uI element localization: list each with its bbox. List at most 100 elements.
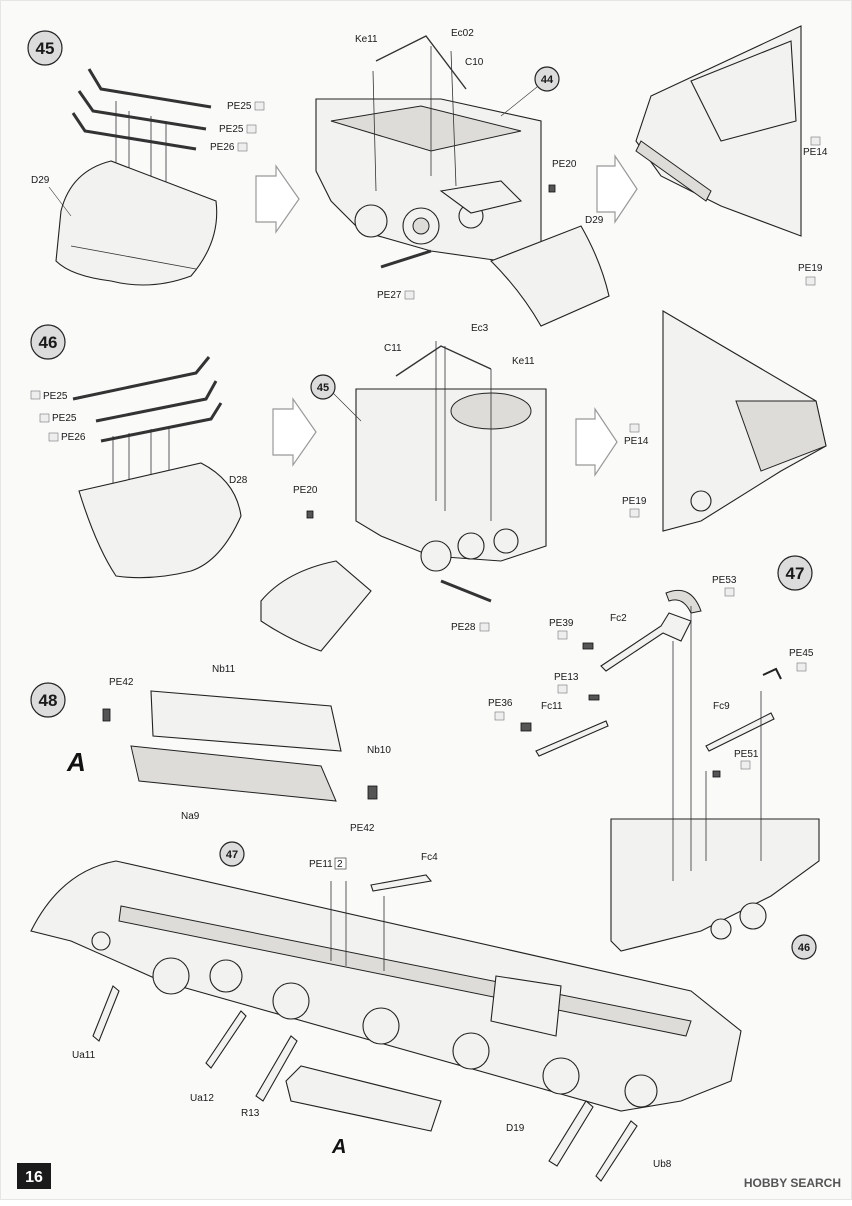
step-45: 45 PE25 PE25 PE26 D29 (27, 25, 828, 327)
label-pe51: PE51 (734, 749, 759, 760)
step-45-ref-badge (534, 66, 560, 92)
part-ua12 (205, 1010, 247, 1069)
label-pe19-46: PE19 (622, 496, 647, 507)
label-pe42-b: PE42 (350, 823, 375, 834)
label-d19: D19 (506, 1123, 525, 1134)
part-fc4 (370, 874, 433, 892)
page-number: 16 (25, 1169, 43, 1186)
pe-bars-46 (72, 356, 223, 531)
label-fc11: Fc11 (541, 701, 563, 712)
label-nb10: Nb10 (367, 745, 391, 756)
fender-d28-b (260, 560, 372, 652)
label-pe53: PE53 (712, 575, 737, 586)
label-ec02: Ec02 (451, 28, 474, 39)
step-46: 46 PE25 PE25 PE26 D28 (30, 310, 827, 652)
label-pe26: PE26 (210, 142, 235, 153)
label-pe20-45: PE20 (552, 159, 577, 170)
step-47: 47 PE53 Fc2 PE39 PE45 PE13 PE36 Fc11 Fc9… (488, 555, 820, 960)
arrow-46-b (575, 407, 618, 477)
hull-main-48 (30, 860, 742, 1112)
step-48: 48 A PE42 Nb11 Nb10 Na9 PE42 47 PE11 2 F… (30, 664, 742, 1182)
label-ub8: Ub8 (653, 1159, 672, 1170)
label-ke11-46: Ke11 (512, 356, 535, 367)
arrow-45-a (255, 164, 300, 234)
label-pe28: PE28 (451, 622, 476, 633)
step-47-ref: 46 (798, 942, 810, 954)
label-r13: R13 (241, 1108, 260, 1119)
label-fc4: Fc4 (421, 852, 438, 863)
step-45-badge (27, 30, 63, 66)
label-d29-b: D29 (585, 215, 604, 226)
label-fc9: Fc9 (713, 701, 730, 712)
step-46-badge (30, 324, 66, 360)
hull-result-46 (662, 310, 827, 532)
watermark-text: HOBBY SEARCH (744, 1176, 841, 1190)
label-pe14-46: PE14 (624, 436, 649, 447)
section-a-label: A (66, 747, 86, 777)
label-pe36: PE36 (488, 698, 513, 709)
section-a-ref: A (331, 1136, 346, 1158)
label-ua11: Ua11 (72, 1050, 96, 1061)
label-c10: C10 (465, 57, 484, 68)
label-pe25-46a: PE25 (43, 391, 68, 402)
label-pe11: PE11 (309, 859, 333, 870)
label-pe26-46: PE26 (61, 432, 86, 443)
pe-bars-45 (71, 68, 212, 233)
label-pe39: PE39 (549, 618, 574, 629)
label-pe13: PE13 (554, 672, 579, 683)
road-wheels (91, 931, 658, 1108)
part-r13 (255, 1035, 298, 1102)
step-45-number: 45 (36, 39, 55, 58)
part-ua11 (92, 985, 120, 1042)
label-pe20-46: PE20 (293, 485, 318, 496)
step-47-badge (777, 555, 813, 591)
part-box-a (285, 1065, 442, 1132)
label-pe11-qty: 2 (337, 859, 343, 870)
label-fc2: Fc2 (610, 613, 627, 624)
part-fc9 (705, 712, 775, 752)
label-pe19-45: PE19 (798, 263, 823, 274)
label-d29: D29 (31, 175, 50, 186)
label-ec3: Ec3 (471, 323, 489, 334)
step-45-ref: 44 (541, 74, 554, 86)
label-pe42-a: PE42 (109, 677, 134, 688)
arrow-45-b (596, 154, 638, 224)
part-fc11 (535, 720, 609, 757)
part-pe53 (665, 589, 702, 614)
label-pe27: PE27 (377, 290, 402, 301)
hull-drawing-47 (610, 606, 820, 952)
part-nb11 (150, 690, 342, 752)
step-48-number: 48 (39, 691, 58, 710)
hull-drawing-46 (355, 341, 547, 603)
step-46-ref-badge (310, 374, 336, 400)
label-c11: C11 (384, 343, 402, 354)
arrow-46-a (272, 397, 317, 467)
label-pe45: PE45 (789, 648, 814, 659)
part-d19 (548, 1100, 594, 1167)
hull-result-45 (635, 25, 802, 237)
part-fc2 (600, 612, 692, 672)
label-ke11-45: Ke11 (355, 34, 378, 45)
label-ua12: Ua12 (190, 1093, 214, 1104)
part-ub8 (595, 1120, 638, 1182)
step-47-number: 47 (786, 564, 805, 583)
label-pe14-45: PE14 (803, 147, 828, 158)
step-46-number: 46 (39, 333, 58, 352)
label-na9: Na9 (181, 811, 200, 822)
label-pe25-a: PE25 (227, 101, 252, 112)
step-48-badge (30, 682, 66, 718)
label-pe25-46b: PE25 (52, 413, 77, 424)
page-number-box (17, 1163, 51, 1189)
fender-d29 (55, 160, 218, 286)
label-d28: D28 (229, 475, 248, 486)
label-pe25-b: PE25 (219, 124, 244, 135)
step-48-ref: 47 (226, 849, 238, 861)
fender-d29-b (490, 225, 610, 327)
part-na9 (130, 745, 337, 802)
fender-d28 (78, 462, 242, 579)
step-46-ref: 45 (317, 382, 329, 394)
label-nb11: Nb11 (212, 664, 236, 675)
step-47-ref-badge (791, 934, 817, 960)
